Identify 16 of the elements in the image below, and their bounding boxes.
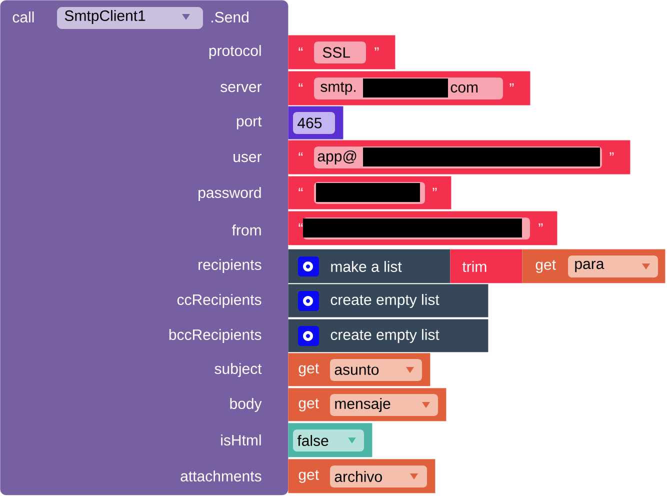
text-block: “ ” bbox=[288, 176, 452, 210]
variable-block: get mensaje bbox=[288, 388, 446, 422]
list-block: create empty list bbox=[288, 319, 488, 352]
text-block: “ ” bbox=[288, 211, 558, 246]
method-call-block: call SmtpClient1 .Send protocol server port user password from recipients ccRecipients bccRecipients subject body isHtml attachments bbox=[0, 0, 288, 496]
logic-block: false bbox=[288, 423, 372, 458]
list-block: make a list bbox=[288, 249, 450, 284]
number-block: 465 bbox=[288, 106, 344, 140]
list-block: create empty list bbox=[288, 284, 488, 318]
node-label: create empty list bbox=[330, 294, 440, 308]
node-label: make a list bbox=[331, 260, 402, 272]
variable-block: get archivo bbox=[288, 459, 436, 494]
variable-block: get para bbox=[522, 249, 666, 284]
variable-block: get asunto bbox=[288, 353, 430, 386]
text-block: trim bbox=[450, 249, 522, 284]
text-block: “ SSL ” bbox=[288, 35, 396, 70]
